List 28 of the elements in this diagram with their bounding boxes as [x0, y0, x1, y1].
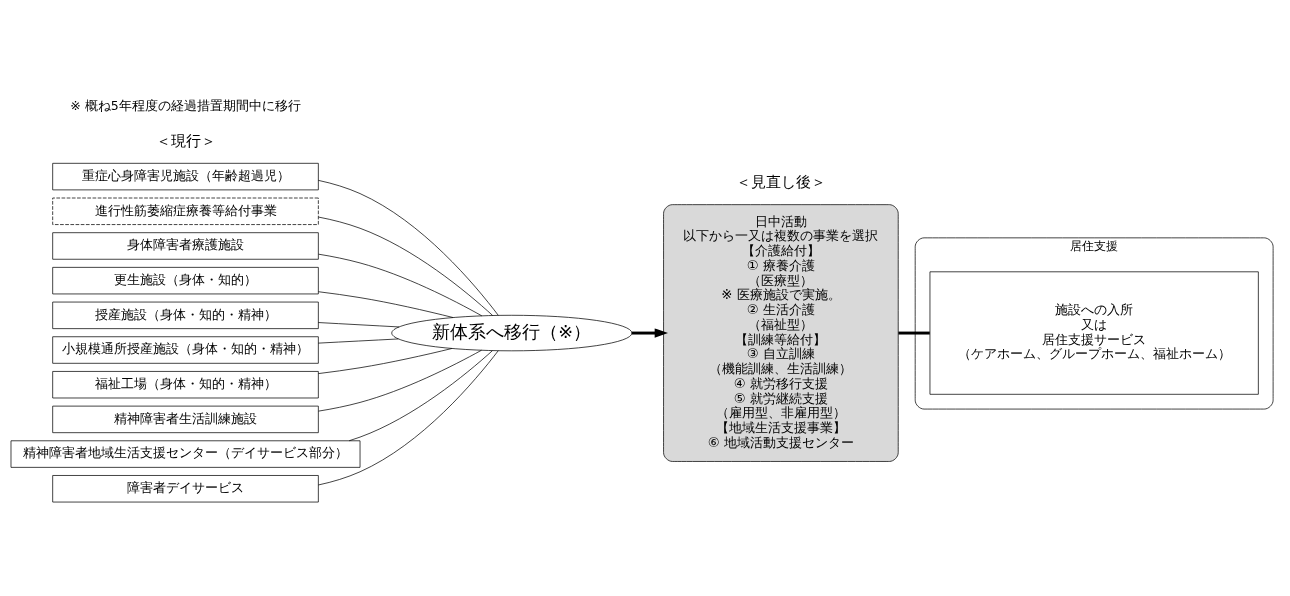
label: ＜現行＞	[155, 131, 216, 149]
arrow	[631, 328, 668, 338]
node-box: 授産施設（身体・知的・精神）	[52, 301, 319, 329]
connector	[348, 350, 493, 442]
connector	[318, 350, 499, 486]
connector	[318, 322, 400, 328]
node-box: 障害者デイサービス	[52, 475, 319, 503]
node-box: 精神障害者地域生活支援センター（デイサービス部分）	[10, 440, 361, 468]
connector	[898, 331, 930, 335]
node-box: 施設への入所 又は 居住支援サービス （ケアホーム、グループホーム、福祉ホーム）	[929, 271, 1259, 395]
connector	[318, 216, 493, 316]
node-box: 福祉工場（身体・知的・精神）	[52, 371, 319, 399]
node-box: 精神障害者生活訓練施設	[52, 405, 319, 434]
node-box: 日中活動 以下から一又は複数の事業を選択 【介護給付】 ① 療養介護 （医療型） ※ 医療施設で実施。 ② 生活介護 （福祉型） 【訓練等給付】 ③ 自立訓練 （機能訓練、生活訓練） ④ 就労移行支援 ⑤ 就労継続支援 （雇用型、非雇用型） 【地域生活支援事業】 ⑥ 地域活動支援センター	[663, 204, 899, 462]
node-box: 身体障害者療護施設	[52, 232, 319, 260]
connector	[318, 349, 482, 412]
connector	[318, 291, 454, 318]
label: ＜見直し後＞	[735, 172, 826, 190]
node-box: 更生施設（身体・知的）	[52, 267, 319, 295]
connector	[318, 338, 399, 344]
connector	[318, 253, 483, 317]
node-box: 重症心身障害児施設（年齢超過児）	[52, 162, 319, 191]
node-box: 進行性筋萎縮症療養等給付事業	[52, 197, 319, 225]
connector	[318, 348, 453, 374]
node-ellipse: 新体系へ移行（※）	[391, 314, 633, 352]
node-box: 小規模通所授産施設（身体・知的・精神）	[52, 336, 319, 364]
label: ※ 概ね5年程度の経過措置期間中に移行	[70, 98, 301, 114]
connector	[318, 180, 499, 316]
